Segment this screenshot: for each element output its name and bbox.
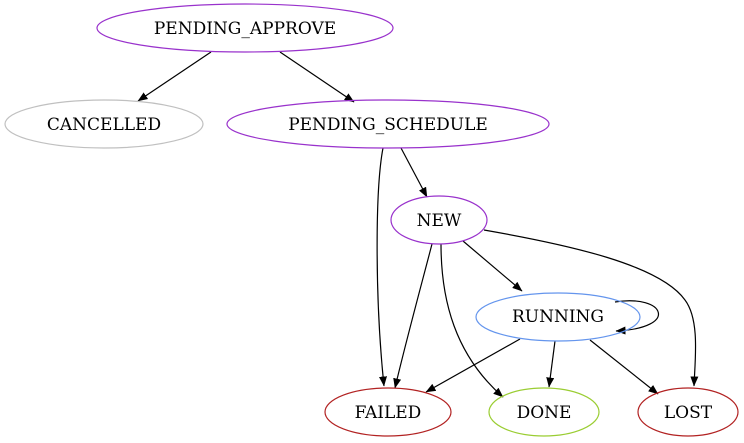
node-failed-shape: [324, 387, 452, 437]
node-pending-schedule-label: PENDING_SCHEDULE: [288, 115, 488, 135]
node-pending-schedule-shape: [226, 99, 550, 149]
node-new: NEW: [390, 195, 488, 245]
node-new-label: NEW: [417, 211, 462, 231]
edge-running-to-failed: [425, 338, 521, 393]
edge-new-to-done: [440, 243, 504, 398]
node-cancelled: CANCELLED: [4, 99, 204, 149]
node-running-shape: [475, 292, 641, 342]
edge-pending-schedule-to-new: [400, 147, 428, 198]
node-new-shape: [390, 195, 488, 245]
node-done-label: DONE: [517, 403, 572, 423]
edges: [137, 51, 699, 398]
edge-new-to-lost: [483, 229, 699, 387]
edge-pending-schedule-to-failed: [376, 147, 387, 387]
node-pending-approve-shape: [96, 3, 394, 53]
edge-running-self-loop: [614, 300, 660, 335]
node-pending-approve: PENDING_APPROVE: [96, 3, 394, 53]
node-lost-label: LOST: [664, 403, 713, 423]
node-running: RUNNING: [475, 292, 641, 342]
node-lost-shape: [637, 387, 739, 437]
node-failed: FAILED: [324, 387, 452, 437]
edge-pending-approve-to-pending-schedule: [279, 51, 355, 103]
node-pending-approve-label: PENDING_APPROVE: [154, 19, 336, 39]
edge-running-to-done: [546, 340, 556, 388]
node-done-shape: [488, 387, 600, 437]
node-failed-label: FAILED: [355, 403, 422, 423]
edge-running-to-lost: [589, 339, 659, 395]
edge-new-to-failed: [393, 243, 433, 389]
node-pending-schedule: PENDING_SCHEDULE: [226, 99, 550, 149]
node-lost: LOST: [637, 387, 739, 437]
node-cancelled-shape: [4, 99, 204, 149]
node-cancelled-label: CANCELLED: [47, 115, 161, 135]
node-running-label: RUNNING: [512, 307, 604, 327]
node-done: DONE: [488, 387, 600, 437]
edge-new-to-running: [462, 240, 523, 292]
edge-pending-approve-to-cancelled: [137, 51, 212, 102]
